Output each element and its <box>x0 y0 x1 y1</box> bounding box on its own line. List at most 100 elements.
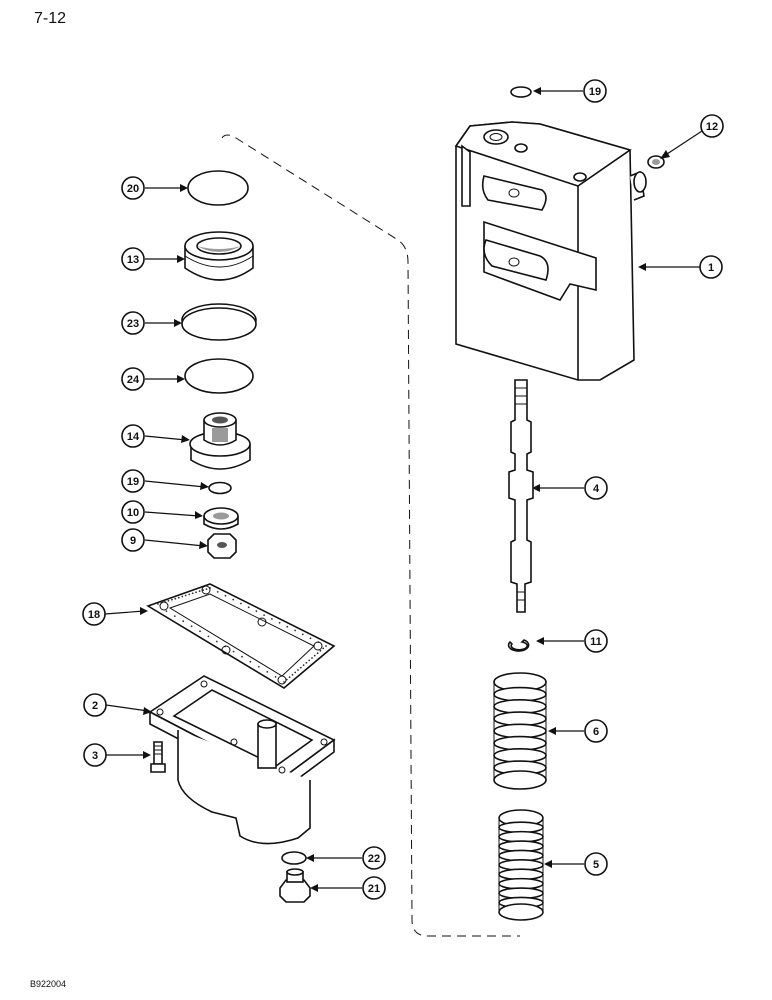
callout-14: 14 <box>121 424 190 448</box>
gasket-texture-dot <box>188 593 191 596</box>
gasket-texture-dot <box>288 676 291 679</box>
gasket-texture-dot <box>249 660 252 663</box>
gasket-texture-dot <box>305 661 308 664</box>
gasket-texture-dot <box>207 635 210 638</box>
callout-10: 10 <box>121 500 203 524</box>
gasket-texture-dot <box>232 598 235 601</box>
gasket-texture-dot <box>205 588 208 590</box>
gasket-texture-dot <box>216 591 219 593</box>
gasket-texture-dot <box>316 652 319 655</box>
gasket-texture-dot <box>302 664 305 667</box>
callout-label: 23 <box>127 318 139 330</box>
callout-4: 4 <box>532 476 608 500</box>
gasket-texture-dot <box>215 640 218 643</box>
gasket-texture-dot <box>301 633 304 636</box>
washer-10-part <box>203 507 239 530</box>
gasket-texture-dot <box>263 614 265 616</box>
callout-11: 11 <box>536 629 608 653</box>
gasket-texture-dot <box>325 645 327 647</box>
gasket-texture-dot <box>198 590 201 593</box>
plug-21-part <box>279 868 311 903</box>
spool-4-part <box>508 379 534 613</box>
gasket-texture-dot <box>308 659 311 662</box>
gasket-texture-dot <box>191 592 194 595</box>
gasket-texture-dot <box>182 620 185 623</box>
callout-19-upper: 19 <box>533 79 607 103</box>
gasket-texture-dot <box>190 625 193 628</box>
gasket-texture-dot <box>240 602 242 605</box>
callout-layer: 19 12 1 20 <box>82 79 724 900</box>
callout-label: 24 <box>127 374 140 386</box>
o-ring-22-part <box>281 851 307 865</box>
gasket-texture-dot <box>232 650 235 653</box>
callout-label: 1 <box>708 262 714 274</box>
gasket-texture-dot <box>174 597 177 600</box>
gasket-texture-dot <box>247 606 250 609</box>
callout-18: 18 <box>82 602 148 626</box>
gasket-texture-dot <box>283 681 285 683</box>
callout-21: 21 <box>310 876 386 900</box>
gasket-texture-dot <box>173 615 176 617</box>
snap-ring-11-part <box>507 639 530 652</box>
callout-label: 10 <box>127 507 139 519</box>
callout-label: 22 <box>368 853 380 865</box>
piston-14-part <box>189 412 251 470</box>
gasket-texture-dot <box>294 671 297 674</box>
ring-23-part <box>181 303 257 341</box>
callout-label: 19 <box>127 476 139 488</box>
nut-9-part <box>207 533 237 559</box>
gasket-texture-dot <box>184 594 187 597</box>
assembly-dashed-line <box>221 134 520 937</box>
callout-5: 5 <box>544 852 608 876</box>
figure-code: B922004 <box>30 979 67 989</box>
bolt-3-part <box>150 741 166 773</box>
spring-5-part <box>498 809 544 921</box>
callout-label: 13 <box>127 254 139 266</box>
callout-1: 1 <box>638 255 723 279</box>
gasket-texture-dot <box>257 665 260 668</box>
gasket-texture-dot <box>171 598 173 601</box>
valve-body-part <box>454 121 647 381</box>
callout-label: 3 <box>92 750 98 762</box>
callout-label: 20 <box>127 183 139 195</box>
gasket-texture-dot <box>294 629 296 632</box>
callout-19-lower: 19 <box>121 469 209 493</box>
callout-label: 19 <box>589 86 601 98</box>
callout-2: 2 <box>83 693 152 717</box>
callout-label: 11 <box>590 636 602 648</box>
callout-23: 23 <box>121 311 182 335</box>
o-ring-19-upper <box>510 86 532 98</box>
callout-24: 24 <box>121 367 185 391</box>
gasket-texture-dot <box>291 673 294 676</box>
gasket-texture-dot <box>167 599 170 602</box>
gasket-texture-dot <box>313 654 316 657</box>
callout-label: 21 <box>368 883 380 895</box>
gasket-texture-dot <box>299 666 302 669</box>
bushing-13-part <box>184 231 254 281</box>
callout-6: 6 <box>548 719 608 743</box>
callout-label: 9 <box>130 535 136 547</box>
callout-label: 12 <box>706 121 718 133</box>
gasket-texture-dot <box>286 625 289 628</box>
gasket-texture-dot <box>181 595 184 598</box>
gasket-18-part <box>146 583 336 689</box>
gasket-texture-dot <box>322 647 325 650</box>
gasket-texture-dot <box>274 676 277 678</box>
callout-12: 12 <box>660 114 724 159</box>
callout-label: 6 <box>593 726 599 738</box>
gasket-texture-dot <box>224 594 227 597</box>
callout-9: 9 <box>121 528 208 552</box>
callout-label: 4 <box>593 483 600 495</box>
gasket-texture-dot <box>157 603 159 605</box>
o-ring-19-lower <box>208 481 232 495</box>
gasket-texture-dot <box>241 655 243 658</box>
gasket-texture-dot <box>309 637 312 640</box>
callout-label: 5 <box>593 859 599 871</box>
gasket-texture-dot <box>177 596 180 599</box>
callout-label: 14 <box>127 431 140 443</box>
gasket-texture-dot <box>195 591 198 594</box>
o-ring-20-part <box>187 170 249 206</box>
callout-22: 22 <box>306 846 386 870</box>
